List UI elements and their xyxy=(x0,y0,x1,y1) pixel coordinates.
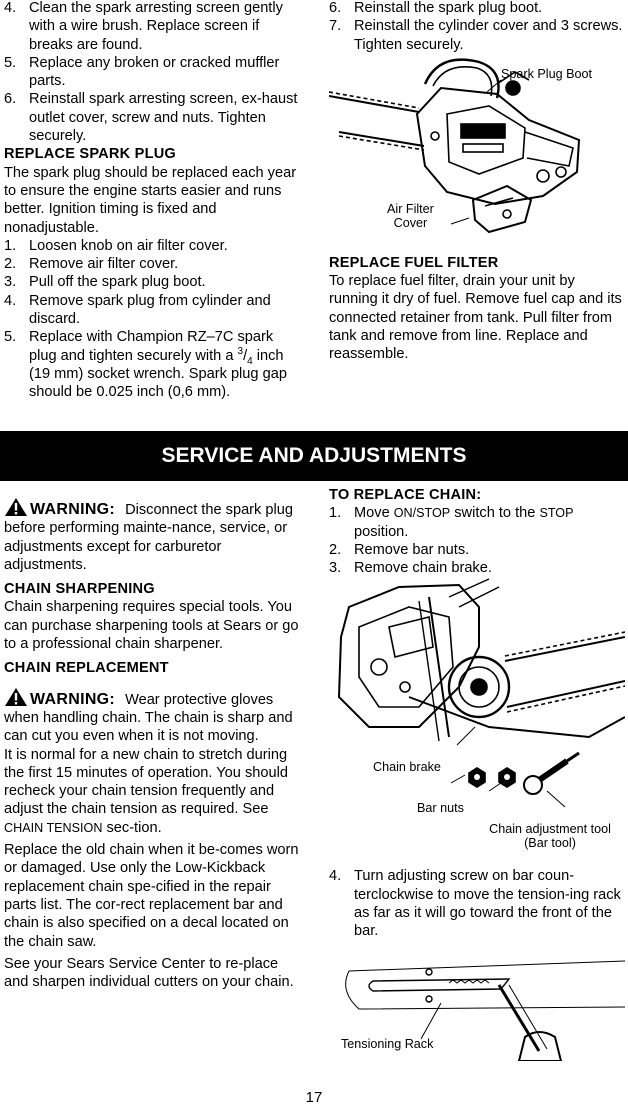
list-item: 6.Reinstall spark arresting screen, ex-h… xyxy=(4,91,298,145)
top-right-column: 6.Reinstall the spark plug boot. 7.Reins… xyxy=(329,0,625,364)
tensioning-step-list: 4.Turn adjusting screw on bar coun-tercl… xyxy=(329,867,625,940)
label-chain-adjustment-tool: Chain adjustment tool(Bar tool) xyxy=(489,822,611,851)
replace-chain-text: Replace the old chain when it be-comes w… xyxy=(4,842,299,950)
list-item: 4.Turn adjusting screw on bar coun-tercl… xyxy=(329,868,621,940)
list-item: 5.Replace any broken or cracked muffler … xyxy=(4,54,280,90)
list-item: 4.Remove spark plug from cylinder and di… xyxy=(4,292,271,328)
chain-brake-figure: Chain brake Bar nuts Chain adjustment to… xyxy=(329,577,625,867)
bottom-left-column: WARNING:Disconnect the spark plug before… xyxy=(4,494,304,991)
sears-service-text: See your Sears Service Center to re-plac… xyxy=(4,955,294,991)
list-item: 1.Move ON/STOP switch to the STOP positi… xyxy=(329,505,574,540)
reinstall-steps-list: 6.Reinstall the spark plug boot. 7.Reins… xyxy=(329,0,625,54)
section-banner: SERVICE AND ADJUSTMENTS xyxy=(0,431,628,481)
list-item: 3.Pull off the spark plug boot. xyxy=(4,274,206,291)
list-item: 4.Clean the spark arresting screen gentl… xyxy=(4,0,283,53)
fuel-filter-heading: REPLACE FUEL FILTER xyxy=(329,254,499,271)
label-spark-plug-boot: Spark Plug Boot xyxy=(501,66,593,81)
label-chain-brake: Chain brake xyxy=(373,760,441,775)
warning-icon xyxy=(5,687,27,706)
chain-stretch-text: It is normal for a new chain to stretch … xyxy=(4,746,288,836)
list-item: 2.Remove bar nuts. xyxy=(329,541,470,558)
fuel-filter-text: To replace fuel filter, drain your unit … xyxy=(329,273,622,363)
list-item: 1.Loosen knob on air filter cover. xyxy=(4,237,228,254)
tensioning-rack-figure: Tensioning Rack xyxy=(329,941,625,1061)
replace-chain-heading: TO REPLACE CHAIN: xyxy=(329,487,482,503)
list-item: 5.Replace with Champion RZ–7C spark plug… xyxy=(4,329,287,401)
chain-replacement-heading: CHAIN REPLACEMENT xyxy=(4,660,169,677)
chain-brake-illustration xyxy=(337,578,625,808)
warning-gloves: WARNING:Wear protective gloves when hand… xyxy=(4,684,304,746)
list-item: 2.Remove air filter cover. xyxy=(4,256,179,273)
label-tensioning-rack: Tensioning Rack xyxy=(341,1036,434,1051)
bottom-right-column: TO REPLACE CHAIN: 1.Move ON/STOP switch … xyxy=(329,486,625,1061)
chain-sharpening-heading: CHAIN SHARPENING xyxy=(4,581,155,598)
warning-disconnect: WARNING:Disconnect the spark plug before… xyxy=(4,494,304,574)
top-left-column: 4.Clean the spark arresting screen gentl… xyxy=(4,0,302,402)
chain-sharpening-text: Chain sharpening requires special tools.… xyxy=(4,599,299,653)
label-bar-nuts: Bar nuts xyxy=(417,801,464,816)
tensioning-rack-illustration xyxy=(345,960,625,1061)
list-item: 6.Reinstall the spark plug boot. xyxy=(329,0,543,16)
warning-icon xyxy=(5,498,27,516)
spark-plug-heading: REPLACE SPARK PLUG xyxy=(4,146,176,163)
page-number: 17 xyxy=(305,1089,323,1106)
replace-chain-steps-list: 1.Move ON/STOP switch to the STOP positi… xyxy=(329,504,625,577)
spark-plug-steps-list: 1.Loosen knob on air filter cover. 2.Rem… xyxy=(4,237,302,402)
list-item: 7.Reinstall the cylinder cover and 3 scr… xyxy=(329,18,623,53)
arrester-steps-list: 4.Clean the spark arresting screen gentl… xyxy=(4,0,302,145)
spark-plug-intro: The spark plug should be replaced each y… xyxy=(4,164,297,236)
list-item: 3.Remove chain brake. xyxy=(329,560,492,577)
chainsaw-engine-illustration xyxy=(329,58,581,233)
